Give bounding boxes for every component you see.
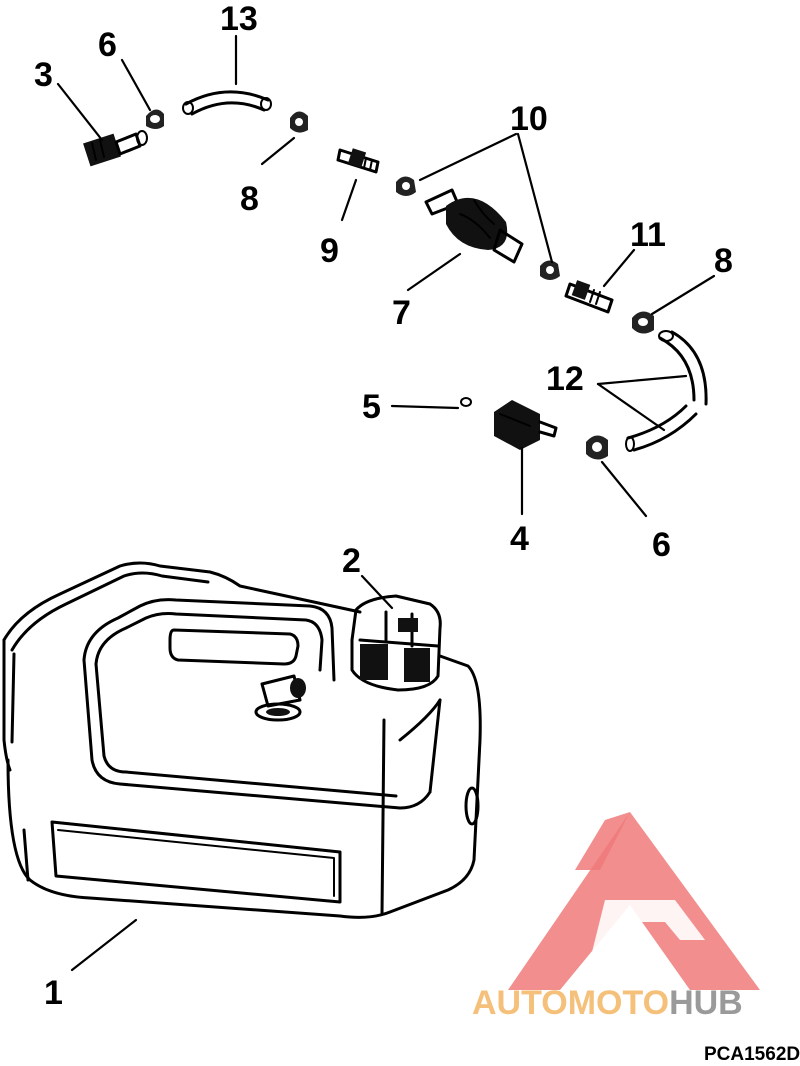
part-11-connector [564,280,614,314]
leader-8-upper [260,136,296,166]
part-8-clamp-right [632,311,654,334]
callout-11: 11 [630,216,666,254]
callout-10: 10 [510,100,548,138]
callout-labels: 13 6 3 8 10 9 11 8 7 12 5 4 6 2 1 [34,0,733,1012]
part-6-clamp-upper [146,109,164,129]
leader-12-upper [596,374,688,386]
leader-5 [390,404,460,410]
leader-6-upper [120,58,152,112]
watermark-hub: HUB [669,984,743,1022]
leader-8-right [650,274,716,316]
callout-8-upper: 8 [240,180,259,218]
logo-m-peak [575,812,630,870]
part-4-connector [494,400,558,450]
callout-4: 4 [510,520,529,558]
leader-1 [70,918,138,972]
part-5-o-ring [460,397,472,407]
part-6-clamp-lower [586,435,608,460]
leader-11 [602,248,636,288]
watermark-automoto: AUTOMOTO [472,984,669,1022]
part-2-filler-cap [350,594,442,692]
leader-10-right [516,132,554,264]
part-10-clamp-left [396,176,416,196]
callout-9: 9 [320,232,339,270]
callout-3: 3 [34,56,53,94]
part-1-fuel-tank [2,561,482,919]
leader-3 [56,82,104,142]
leader-2 [360,574,394,610]
callout-6-upper: 6 [98,26,117,64]
part-12-hose [625,330,708,452]
leader-6-lower [600,460,648,518]
part-3-fitting [83,130,148,167]
callout-1: 1 [44,974,63,1012]
part-7-primer-bulb [424,188,524,264]
leader-10-left [418,132,518,182]
part-13-hose [182,90,272,116]
part-10-clamp-right [540,260,560,280]
automotohub-logo [508,812,760,990]
leader-lines [56,34,716,972]
logo-inner-g [590,900,705,960]
part-9-connector [336,148,380,174]
watermark-text-primary: AUTOMOTOHUB [472,984,743,1022]
leader-7 [406,252,462,292]
callout-5: 5 [362,388,381,426]
callout-6-lower: 6 [652,526,671,564]
callout-12: 12 [546,360,584,398]
figure-reference-code: PCA1562D [704,1044,800,1065]
callout-2: 2 [342,542,361,580]
leader-9 [340,178,358,222]
leader-12-lower [596,382,666,432]
callout-8-right: 8 [714,242,733,280]
callout-7: 7 [392,294,411,332]
callout-13: 13 [220,0,258,38]
part-8-clamp-upper [290,111,308,133]
